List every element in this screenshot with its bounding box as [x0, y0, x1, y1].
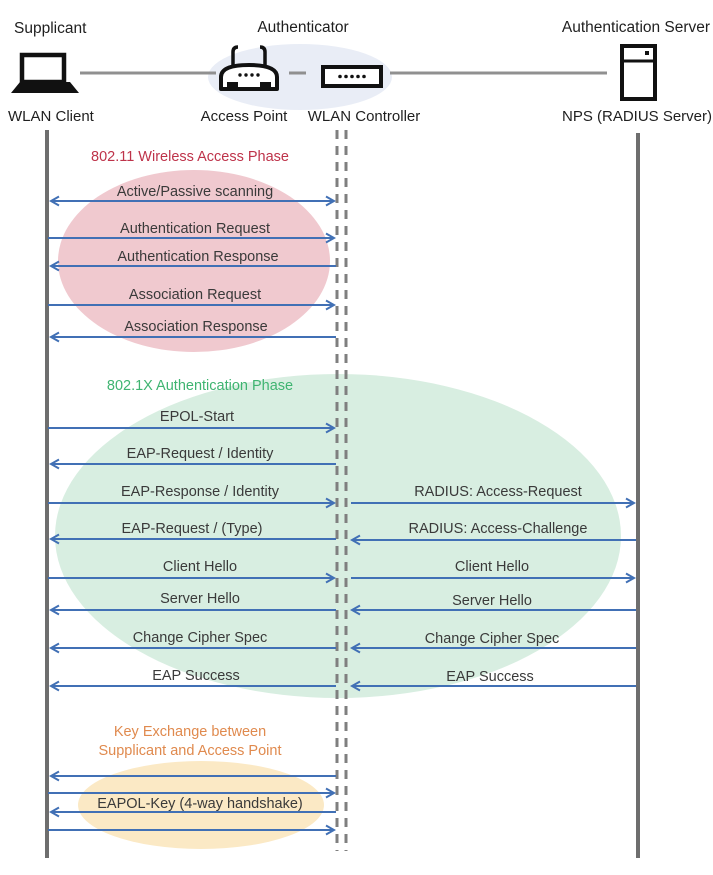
- msg-association-request: Association Request: [129, 287, 261, 303]
- phase-title-wireless-access: 802.11 Wireless Access Phase: [91, 149, 289, 165]
- msg-radius-access-challenge: RADIUS: Access-Challenge: [409, 521, 588, 537]
- msg-radius-access-request: RADIUS: Access-Request: [414, 484, 582, 500]
- msg-server-hello-right: Server Hello: [452, 593, 532, 609]
- phase-title-key-exchange-line2: Supplicant and Access Point: [99, 743, 282, 759]
- label-wlan-controller: WLAN Controller: [308, 108, 421, 125]
- msg-eap-response-identity: EAP-Response / Identity: [121, 484, 280, 500]
- msg-client-hello-right: Client Hello: [455, 559, 529, 575]
- laptop-icon: [11, 52, 79, 93]
- role-authenticator: Authenticator: [257, 19, 348, 36]
- msg-epol-start: EPOL-Start: [160, 409, 234, 425]
- label-access-point: Access Point: [201, 108, 289, 125]
- msg-eap-success-right: EAP Success: [446, 669, 534, 685]
- label-wlan-client: WLAN Client: [8, 108, 95, 125]
- msg-server-hello-left: Server Hello: [160, 591, 240, 607]
- server-icon: [620, 44, 657, 101]
- msg-eap-success-left: EAP Success: [152, 668, 240, 684]
- msg-authentication-response: Authentication Response: [117, 249, 278, 265]
- access-point-icon: [219, 45, 279, 91]
- msg-change-cipher-spec-right: Change Cipher Spec: [425, 631, 560, 647]
- authenticator-halo-ellipse: [208, 44, 392, 110]
- phase-title-key-exchange-line1: Key Exchange between: [114, 724, 266, 740]
- role-authentication-server: Authentication Server: [562, 19, 710, 36]
- label-nps: NPS (RADIUS Server): [562, 108, 712, 125]
- msg-authentication-request: Authentication Request: [120, 221, 270, 237]
- phase-title-authentication: 802.1X Authentication Phase: [107, 378, 293, 394]
- msg-eap-request-identity: EAP-Request / Identity: [127, 446, 274, 462]
- msg-client-hello-left: Client Hello: [163, 559, 237, 575]
- msg-change-cipher-spec-left: Change Cipher Spec: [133, 630, 268, 646]
- role-supplicant: Supplicant: [14, 20, 87, 37]
- msg-association-response: Association Response: [124, 319, 267, 335]
- msg-active-passive-scanning: Active/Passive scanning: [117, 184, 273, 200]
- key-exchange-phase-ellipse: [78, 761, 324, 849]
- wlan-controller-icon: [321, 65, 383, 88]
- wireless-access-phase-ellipse: [58, 170, 330, 352]
- msg-eapol-key: EAPOL-Key (4-way handshake): [97, 796, 303, 812]
- msg-eap-request-type: EAP-Request / (Type): [121, 521, 262, 537]
